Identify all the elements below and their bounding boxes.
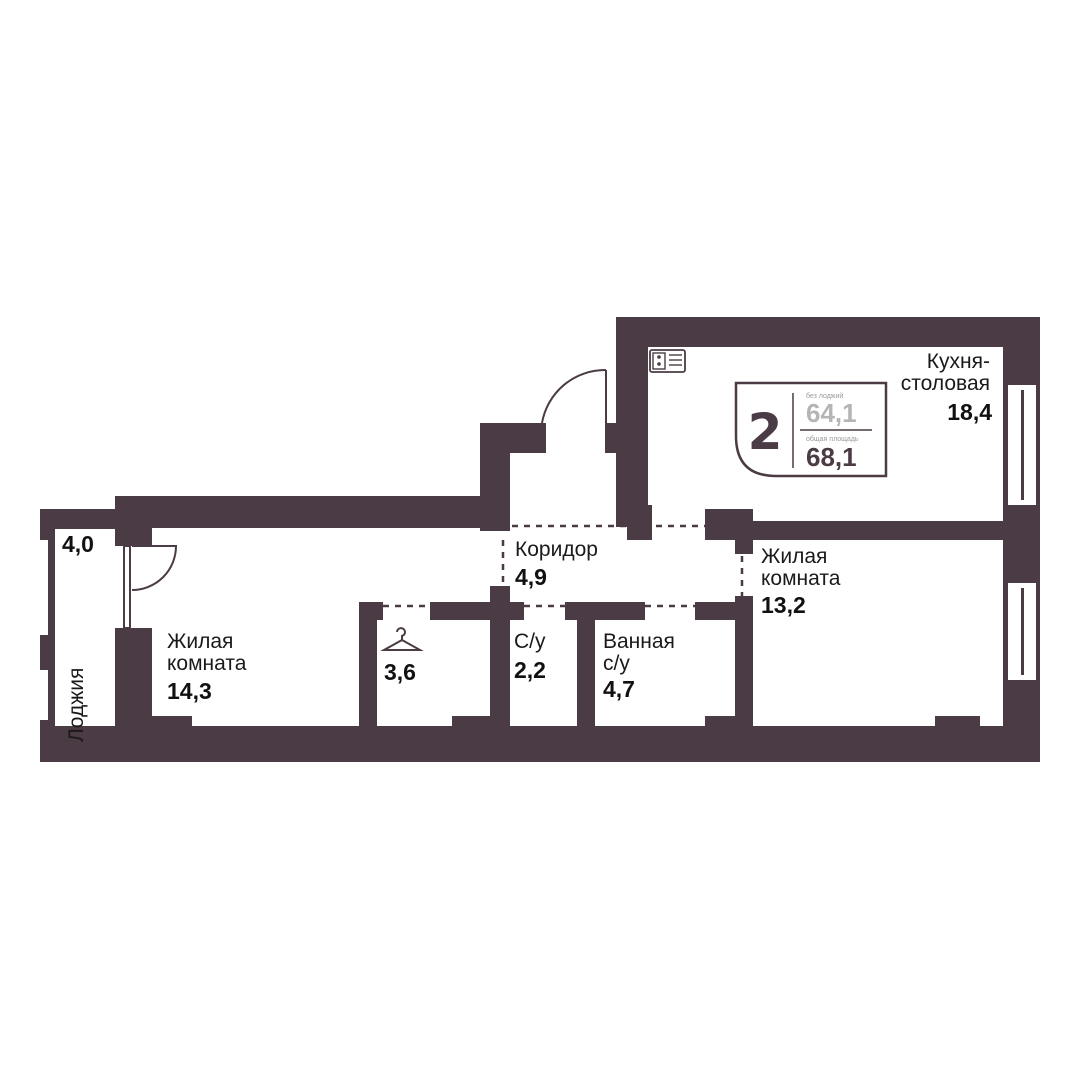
bedroom-right-name-line1: Жилая <box>761 545 827 568</box>
label-without-loggia: без лоджий <box>806 392 843 400</box>
wardrobe-area: 3,6 <box>384 659 416 685</box>
toilet-name: С/у <box>514 630 546 653</box>
living-left-name-line1: Жилая <box>167 630 233 653</box>
corridor-area: 4,9 <box>515 564 547 590</box>
bathroom-name-line1: Ванная <box>603 630 675 653</box>
bathroom-name-line2: с/у <box>603 652 630 675</box>
interior-walls <box>152 505 1040 762</box>
room-bathroom: Ванная с/у 4,7 <box>603 630 675 702</box>
bedroom-right-name-line2: комната <box>761 567 841 590</box>
entrance-door <box>541 368 607 424</box>
room-corridor: Коридор 4,9 <box>515 538 598 590</box>
area-total: 68,1 <box>806 442 857 472</box>
zone-lines <box>383 524 744 608</box>
room-kitchen: Кухня- столовая 18,4 <box>901 350 992 425</box>
room-loggia: 4,0 Лоджия <box>62 531 94 742</box>
kitchen-area: 18,4 <box>947 399 992 425</box>
loggia-door <box>131 545 178 591</box>
bedroom-right-area: 13,2 <box>761 592 806 618</box>
room-living-left: Жилая комната 14,3 <box>167 630 247 704</box>
room-bedroom-right: Жилая комната 13,2 <box>761 545 841 618</box>
loggia-area: 4,0 <box>62 531 94 557</box>
area-without-loggia: 64,1 <box>806 398 857 428</box>
bathroom-area: 4,7 <box>603 676 635 702</box>
living-left-area: 14,3 <box>167 678 212 704</box>
rooms-count: 2 <box>748 403 783 461</box>
room-toilet: С/у 2,2 <box>514 630 546 683</box>
label-total-area: общая площадь <box>806 435 859 443</box>
area-badge: 2 без лоджий 64,1 общая площадь 68,1 <box>734 381 888 478</box>
kitchen-name-line1: Кухня- <box>927 350 990 373</box>
toilet-area: 2,2 <box>514 657 546 683</box>
stove-icon <box>649 349 686 373</box>
outer-walls <box>40 317 1040 762</box>
kitchen-name-line2: столовая <box>901 372 990 395</box>
room-wardrobe: 3,6 <box>384 659 416 685</box>
loggia-name: Лоджия <box>65 668 88 742</box>
living-left-name-line2: комната <box>167 652 247 675</box>
corridor-name: Коридор <box>515 538 598 561</box>
hanger-icon <box>380 627 424 651</box>
windows <box>40 385 1036 720</box>
